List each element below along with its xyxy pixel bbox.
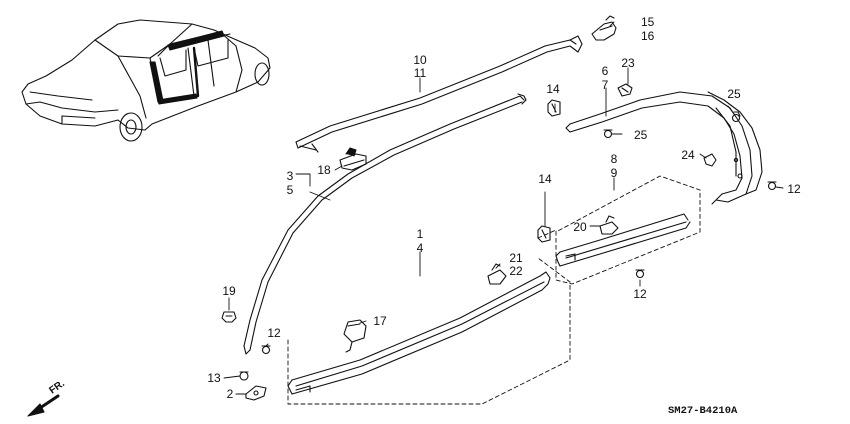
callout-17: 17 xyxy=(373,314,387,328)
front-direction-arrow-icon xyxy=(27,394,60,417)
clip-17-part xyxy=(343,319,367,353)
front-direction-label: FR. xyxy=(47,378,67,396)
callout-9: 9 xyxy=(611,166,618,180)
callout-12-left: 12 xyxy=(267,326,281,340)
diagram-code: SM27-B4210A xyxy=(668,405,738,417)
callout-labels: 10 11 15 16 23 6 7 14 25 25 24 12 8 9 14… xyxy=(47,15,801,417)
callout-13: 13 xyxy=(207,371,221,385)
callout-6: 6 xyxy=(602,64,609,78)
roof-molding-part xyxy=(295,35,583,153)
leader-lines xyxy=(223,21,784,395)
clip-24-part xyxy=(703,153,717,167)
clip-18-part xyxy=(339,147,367,171)
callout-15: 15 xyxy=(641,15,655,29)
callout-25-lower: 25 xyxy=(634,128,648,142)
clip-15-16-part xyxy=(591,15,617,41)
callout-25-upper: 25 xyxy=(727,87,741,101)
clip-14-lower-part xyxy=(537,225,551,243)
callout-16: 16 xyxy=(641,29,655,43)
side-sill-molding-part xyxy=(287,263,551,395)
callout-3: 3 xyxy=(287,169,294,183)
callout-23: 23 xyxy=(621,56,635,70)
callout-10: 10 xyxy=(413,53,427,67)
screw-25-upper-part xyxy=(731,111,741,123)
callout-2: 2 xyxy=(227,387,234,401)
rear-door-molding-part xyxy=(555,213,691,267)
callout-8: 8 xyxy=(611,152,618,166)
callout-11: 11 xyxy=(414,66,427,80)
callout-24: 24 xyxy=(681,148,695,162)
callout-19: 19 xyxy=(222,284,236,298)
callout-4: 4 xyxy=(417,241,424,255)
screw-12-right-part xyxy=(767,181,777,191)
callout-14-upper: 14 xyxy=(546,82,560,96)
callout-12-right: 12 xyxy=(787,182,801,196)
bracket-2-part xyxy=(245,385,267,401)
car-overview-illustration xyxy=(21,19,271,142)
nut-13-part xyxy=(239,371,249,381)
screw-12-door-part xyxy=(635,269,645,279)
callout-20: 20 xyxy=(573,220,587,234)
callout-1: 1 xyxy=(417,227,424,241)
callout-14-lower: 14 xyxy=(538,172,552,186)
clip-23-part xyxy=(617,83,633,97)
fender-molding-part xyxy=(565,91,763,205)
assembly-boxes xyxy=(287,175,701,405)
screw-12-left-part xyxy=(261,345,271,355)
callout-12-door: 12 xyxy=(633,287,647,301)
callout-21: 21 xyxy=(509,251,523,265)
clip-14-upper-part xyxy=(547,99,561,117)
callout-7: 7 xyxy=(602,78,609,92)
drip-molding-part xyxy=(243,93,527,355)
callout-5: 5 xyxy=(287,183,294,197)
callout-22: 22 xyxy=(509,264,523,278)
clip-19-part xyxy=(221,311,237,323)
screw-25-lower-part xyxy=(603,129,613,139)
callout-18: 18 xyxy=(317,163,331,177)
